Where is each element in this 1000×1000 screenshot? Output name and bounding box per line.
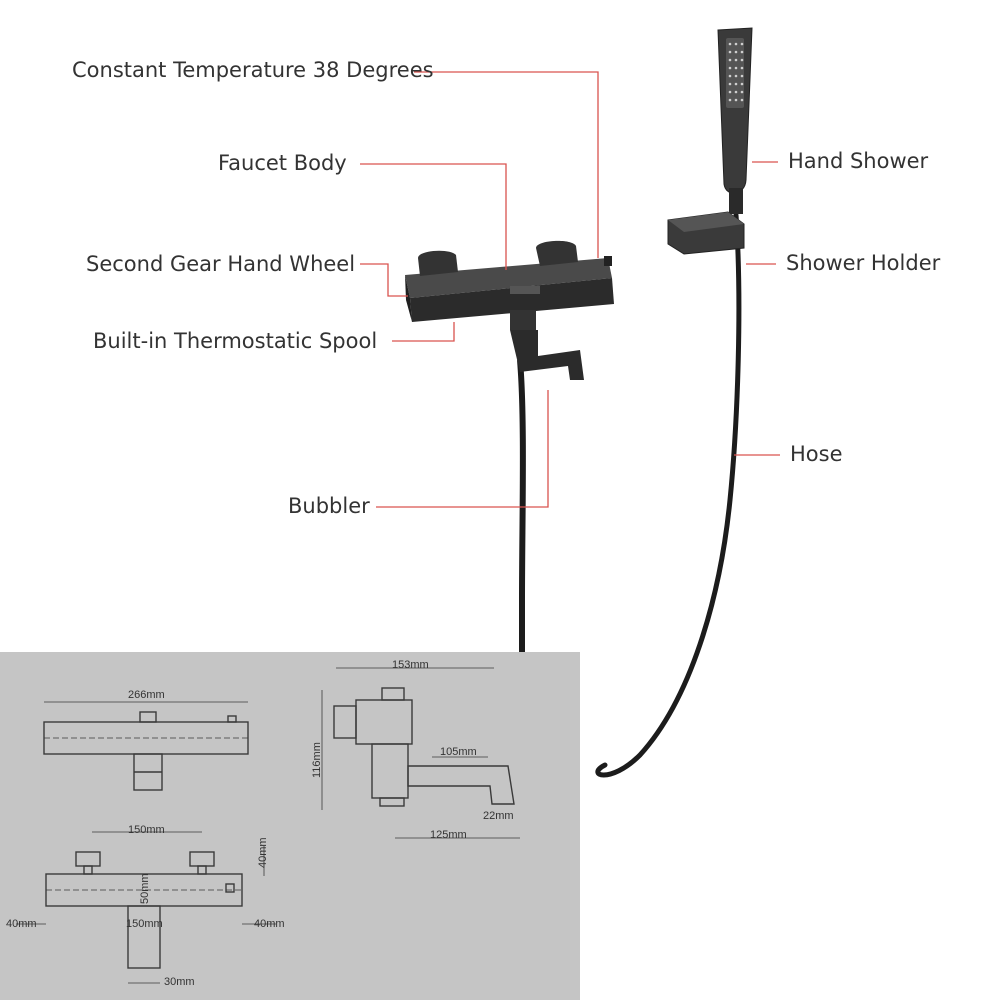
dim-spout-width: 30mm <box>164 976 195 988</box>
label-faucet-body: Faucet Body <box>218 151 347 175</box>
dim-side-depth: 153mm <box>392 659 429 671</box>
label-constant-temperature: Constant Temperature 38 Degrees <box>72 58 434 82</box>
dim-spout-drop: 22mm <box>483 810 514 822</box>
label-thermostatic-spool: Built-in Thermostatic Spool <box>93 329 378 353</box>
dim-left-offset: 40mm <box>6 918 37 930</box>
dim-handle-height: 40mm <box>257 837 269 868</box>
label-shower-holder: Shower Holder <box>786 251 941 275</box>
dim-handle-spacing: 150mm <box>128 824 165 836</box>
label-hose: Hose <box>790 442 843 466</box>
dim-right-offset: 40mm <box>254 918 285 930</box>
front-view <box>43 701 249 791</box>
callout-lines <box>360 71 780 508</box>
bottom-view <box>16 831 276 984</box>
dim-body-height: 50mm <box>139 873 151 904</box>
hose <box>595 212 742 778</box>
dim-front-width: 266mm <box>128 689 165 701</box>
dim-side-height: 116mm <box>311 742 323 778</box>
dim-spout-length: 105mm <box>440 746 477 758</box>
label-bubbler: Bubbler <box>288 494 370 518</box>
faucet-body <box>405 240 614 322</box>
hose-lower <box>517 359 526 660</box>
dimension-drawing-panel <box>0 652 580 1000</box>
hand-shower <box>717 27 753 214</box>
spout <box>510 310 584 380</box>
dim-side-base: 125mm <box>430 829 467 841</box>
dim-centers: 150mm <box>126 918 163 930</box>
label-hand-shower: Hand Shower <box>788 149 929 173</box>
side-view <box>321 667 520 839</box>
shower-holder <box>667 211 745 255</box>
label-second-gear-hand-wheel: Second Gear Hand Wheel <box>86 252 356 276</box>
